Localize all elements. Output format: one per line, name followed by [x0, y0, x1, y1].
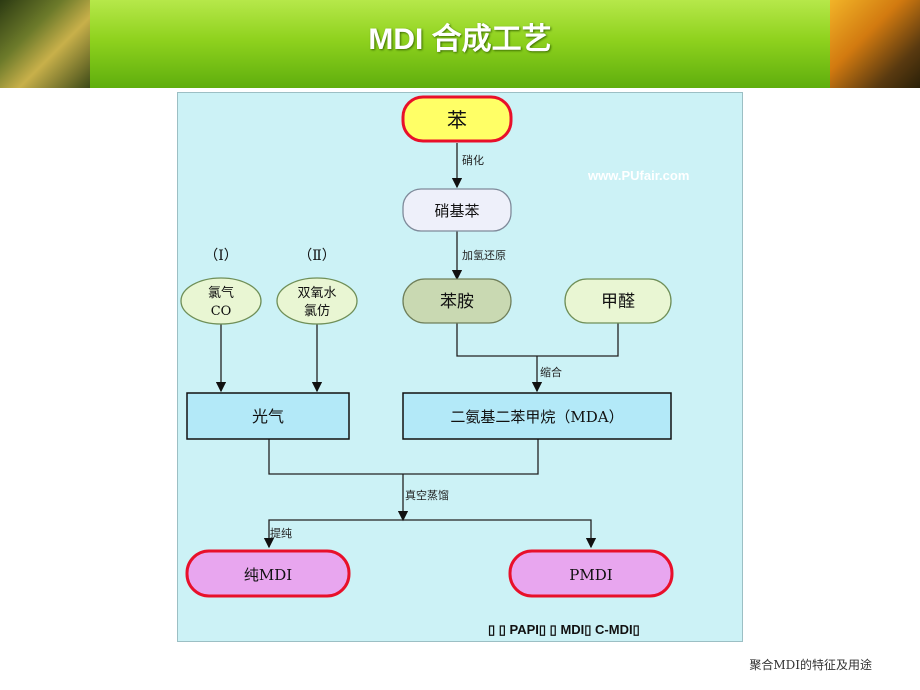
node-nitrobenzene	[402, 188, 512, 232]
edge-aniline-formaldehyde-join	[456, 323, 619, 357]
label-nitration: 硝化	[462, 153, 484, 167]
node-pmdi	[508, 549, 674, 598]
node-nitrobenzene-label: 硝基苯	[434, 202, 479, 220]
node-phosgene	[186, 392, 350, 440]
node-pure-mdi-label: 纯MDI	[244, 566, 292, 584]
node-aniline-label: 苯胺	[440, 292, 474, 312]
node-phosgene-label: 光气	[252, 407, 284, 426]
process-flow-diagram: www.PUfair.com 硝化 加氢还原 缩合 真空蒸馏 提纯 苯 硝基	[177, 92, 743, 642]
label-condensation: 缩合	[540, 365, 562, 379]
edge-pure-mdi	[263, 519, 403, 549]
slide-header: MDI 合成工艺	[0, 0, 920, 88]
node-chlorine-co-label-1: 氯气	[208, 285, 234, 301]
marker-route-1: （Ⅰ）	[204, 248, 238, 264]
footer-caption: 聚合MDI的特征及用途	[749, 658, 872, 672]
edge-pmdi	[403, 519, 597, 549]
slide-title: MDI 合成工艺	[368, 23, 552, 56]
diagram-note: ▯ ▯ PAPI▯ ▯ MDI▯ C-MDI▯	[488, 622, 640, 637]
node-mda	[402, 392, 672, 440]
node-pmdi-label: PMDI	[569, 566, 612, 584]
edge-phosgene-join	[268, 439, 539, 475]
node-pure-mdi	[185, 549, 351, 598]
connectors	[215, 143, 619, 549]
node-peroxide-chloroform-label-2: 氯仿	[304, 304, 330, 319]
header-decoration-right	[830, 0, 920, 88]
label-vacuum-distillation: 真空蒸馏	[405, 488, 449, 502]
node-benzene-label: 苯	[447, 108, 467, 132]
node-formaldehyde	[564, 278, 672, 324]
node-chlorine-co-label-2: CO	[211, 304, 232, 319]
node-chlorine-co	[180, 277, 262, 325]
node-mda-label: 二氨基二苯甲烷（MDA）	[450, 408, 623, 426]
label-purification: 提纯	[270, 527, 292, 540]
node-aniline	[402, 278, 512, 324]
flow-svg: www.PUfair.com 硝化 加氢还原 缩合 真空蒸馏 提纯 苯 硝基	[180, 95, 689, 637]
node-benzene	[401, 95, 513, 143]
header-decoration-left	[0, 0, 90, 88]
watermark-text: www.PUfair.com	[587, 168, 689, 183]
marker-route-2: （Ⅱ）	[298, 248, 336, 264]
label-hydrogenation: 加氢还原	[462, 248, 506, 262]
node-peroxide-chloroform-label-1: 双氧水	[297, 286, 336, 301]
node-formaldehyde-label: 甲醛	[601, 292, 635, 312]
node-peroxide-chloroform	[276, 277, 358, 325]
